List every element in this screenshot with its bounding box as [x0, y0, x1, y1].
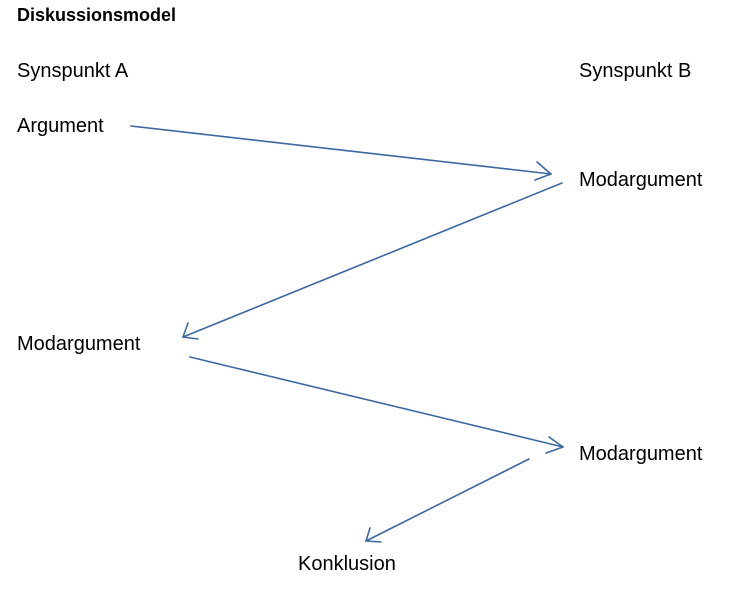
arrow-modargument-a-to-modargument-b2 [189, 356, 564, 454]
node-modargument-b1: Modargument [579, 169, 703, 191]
node-modargument-a: Modargument [17, 333, 141, 355]
arrow-modargument-b2-to-konklusion [365, 458, 530, 543]
column-heading-a: Synspunkt A [17, 60, 129, 82]
column-heading-b: Synspunkt B [579, 60, 692, 82]
arrow-argument-to-modargument-b1 [130, 125, 552, 181]
node-konklusion: Konklusion [298, 553, 396, 575]
node-argument: Argument [17, 115, 104, 137]
diagram-title: Diskussionsmodel [17, 5, 177, 25]
arrow-modargument-b1-to-modargument-a [182, 182, 563, 340]
node-modargument-b2: Modargument [579, 443, 703, 465]
